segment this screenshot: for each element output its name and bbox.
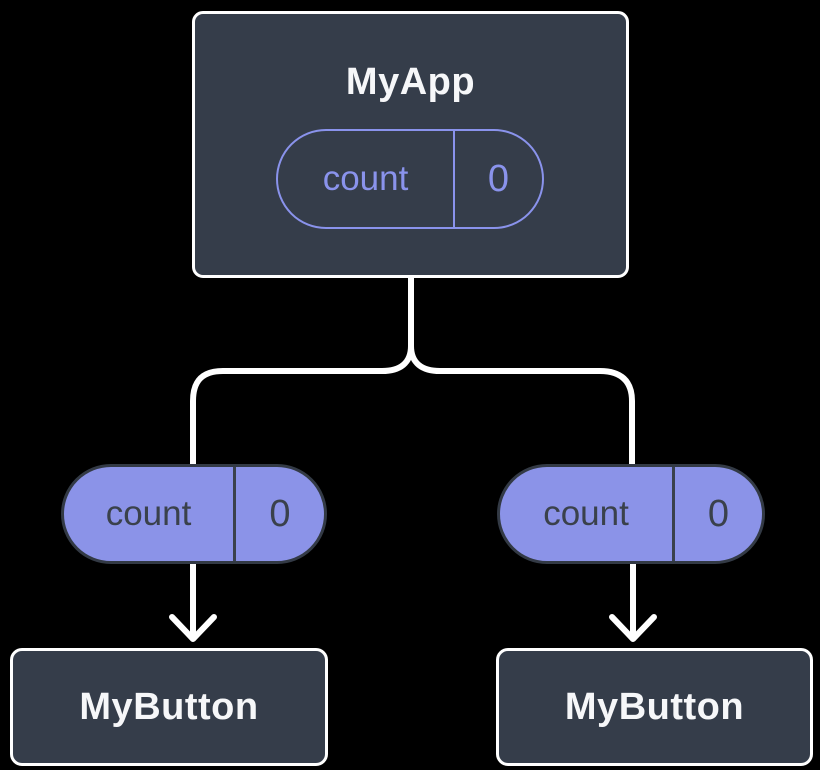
left-prop-pill: count 0 bbox=[61, 464, 327, 564]
mybutton-node-right: MyButton bbox=[496, 648, 813, 766]
mybutton-right-title: MyButton bbox=[564, 686, 745, 728]
left-prop-name-label: count bbox=[105, 494, 192, 533]
right-prop-name-label: count bbox=[543, 494, 629, 533]
state-name-label: count bbox=[322, 159, 409, 198]
left-prop-value-label: 0 bbox=[233, 467, 324, 561]
left-branch-line bbox=[190, 343, 414, 467]
right-prop-value-label: 0 bbox=[672, 467, 762, 561]
right-prop-pill: count 0 bbox=[497, 464, 765, 564]
myapp-node-title: MyApp bbox=[345, 61, 476, 103]
root-state-pill: count 0 bbox=[276, 129, 544, 229]
right-branch-line bbox=[408, 343, 635, 467]
state-value-label: 0 bbox=[453, 131, 542, 227]
myapp-node: MyApp count 0 bbox=[192, 11, 629, 278]
mybutton-left-title: MyButton bbox=[79, 686, 259, 728]
right-arrow-head-icon bbox=[609, 614, 657, 642]
left-arrow-head-icon bbox=[169, 614, 217, 642]
mybutton-node-left: MyButton bbox=[10, 648, 328, 766]
